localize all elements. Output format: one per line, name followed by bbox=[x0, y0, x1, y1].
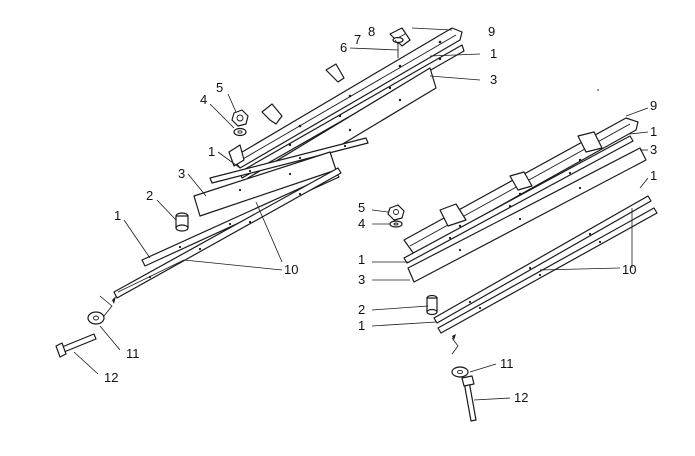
left-part-1-strip-mid bbox=[209, 137, 369, 184]
left-assembly-arrow bbox=[99, 295, 113, 317]
stray-mark-dot bbox=[597, 89, 599, 91]
left-callout-12: 12 bbox=[104, 370, 118, 385]
right-part-1-strip-upper bbox=[403, 135, 634, 264]
right-part-12-bolt bbox=[461, 375, 477, 422]
right-callout-3-a: 3 bbox=[650, 142, 657, 157]
right-callout-1-d: 1 bbox=[358, 318, 365, 333]
right-callout-3-b: 3 bbox=[358, 272, 365, 287]
left-callout-5: 5 bbox=[216, 80, 223, 95]
right-part-2-spacer bbox=[426, 294, 438, 316]
left-part-9-angle-bar bbox=[228, 27, 463, 169]
left-part-2-spacer bbox=[175, 212, 189, 232]
left-callouts: 9 8 7 6 1 3 5 4 1 3 2 1 10 11 12 bbox=[104, 24, 497, 385]
right-part-1-strip-lower bbox=[433, 195, 652, 324]
left-callout-3-mid: 3 bbox=[178, 166, 185, 181]
left-callout-1-top: 1 bbox=[490, 46, 497, 61]
right-part-11-washer bbox=[451, 366, 469, 378]
right-callouts: 9 1 3 1 5 4 1 3 2 1 10 11 12 bbox=[358, 98, 657, 405]
right-leader-lines bbox=[371, 107, 649, 401]
left-part-6-7-fastener bbox=[392, 36, 404, 58]
right-callout-11: 11 bbox=[500, 356, 514, 371]
left-assembly-arrow-head bbox=[112, 296, 116, 304]
left-callout-1-mid: 1 bbox=[208, 144, 215, 159]
right-callout-5: 5 bbox=[358, 200, 365, 215]
right-callout-12: 12 bbox=[514, 390, 528, 405]
left-part-5-nut bbox=[231, 109, 249, 127]
left-callout-8: 8 bbox=[368, 24, 375, 39]
left-callout-6: 6 bbox=[340, 40, 347, 55]
left-assembly: 9 8 7 6 1 3 5 4 1 3 2 1 10 11 12 bbox=[55, 24, 497, 385]
left-part-4-washer bbox=[233, 127, 247, 137]
right-callout-10: 10 bbox=[622, 262, 636, 277]
right-callout-2: 2 bbox=[358, 302, 365, 317]
left-callout-9: 9 bbox=[488, 24, 495, 39]
right-assembly: 9 1 3 1 5 4 1 3 2 1 10 11 12 bbox=[358, 98, 658, 422]
left-callout-3-top: 3 bbox=[490, 72, 497, 87]
left-callout-10: 10 bbox=[284, 262, 298, 277]
left-callout-4: 4 bbox=[200, 92, 207, 107]
right-assembly-arrow-head bbox=[452, 334, 456, 340]
left-leader-lines bbox=[73, 27, 481, 375]
right-part-4-washer bbox=[389, 220, 403, 228]
right-part-9-channel bbox=[403, 117, 639, 255]
left-callout-11: 11 bbox=[126, 346, 140, 361]
right-part-3-plate bbox=[407, 147, 647, 283]
right-callout-9: 9 bbox=[650, 98, 657, 113]
left-part-12-bolt bbox=[55, 333, 97, 358]
left-callout-1-low: 1 bbox=[114, 208, 121, 223]
right-part-5-nut bbox=[387, 204, 405, 221]
right-callout-1-b: 1 bbox=[650, 168, 657, 183]
left-part-11-washer bbox=[87, 311, 105, 325]
right-part-10-strip bbox=[437, 207, 658, 334]
left-callout-7: 7 bbox=[354, 32, 361, 47]
right-callout-1-c: 1 bbox=[358, 252, 365, 267]
right-assembly-arrow bbox=[451, 337, 459, 355]
left-callout-2: 2 bbox=[146, 188, 153, 203]
right-callout-1-a: 1 bbox=[650, 124, 657, 139]
right-callout-4: 4 bbox=[358, 216, 365, 231]
